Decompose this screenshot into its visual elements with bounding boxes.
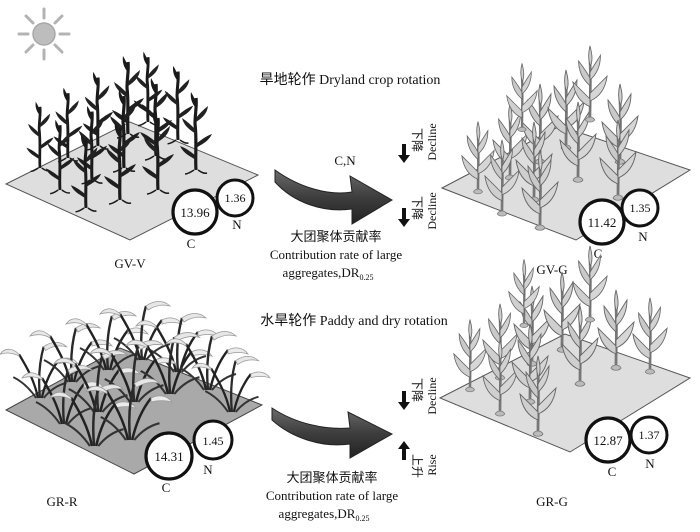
- carbon-tag-gv-v: C: [187, 236, 196, 251]
- change-en-2-bottom: Rise: [425, 454, 439, 475]
- plot-label-gv-v: GV-V: [114, 256, 146, 271]
- carbon-tag-gv-g: C: [594, 246, 603, 261]
- plot-label-gv-g: GV-G: [536, 262, 567, 277]
- down-arrow-icon: [398, 208, 410, 227]
- nitrogen-tag-gv-g: N: [638, 229, 648, 244]
- nitrogen-tag-gr-g: N: [645, 456, 655, 471]
- carbon-tag-gr-r: C: [162, 480, 171, 495]
- plot-gr-g: 12.87 1.37 C N GR-G: [438, 244, 692, 509]
- plot-gr-r: 14.31 1.45 C N GR-R: [0, 300, 272, 509]
- carbon-value-gr-r: 14.31: [154, 449, 183, 464]
- plot-label-gr-g: GR-G: [536, 494, 568, 509]
- carbon-circle-gr-g: [584, 416, 632, 464]
- carbon-circle-gr-r: [144, 431, 194, 481]
- change-cn-2-bottom: 上升: [410, 454, 424, 478]
- nitrogen-value-gv-v: 1.36: [225, 191, 246, 205]
- up-arrow-icon: [398, 441, 410, 460]
- top-section-title: 旱地轮作 Dryland crop rotation: [260, 72, 441, 88]
- sun-icon: [17, 7, 71, 61]
- dr-label-en1-bottom: Contribution rate of large: [266, 488, 398, 503]
- carbon-value-gr-g: 12.87: [593, 433, 623, 448]
- carbon-circle-gv-v: [171, 188, 219, 236]
- nitrogen-circle-gr-g: [629, 415, 669, 455]
- big-curved-arrow-icon: [271, 407, 394, 459]
- plot-label-gr-r: GR-R: [46, 494, 77, 509]
- nitrogen-tag-gr-r: N: [203, 462, 213, 477]
- flow-arrow-label: C,N: [334, 153, 356, 168]
- change-en-1-bottom: Decline: [425, 377, 439, 414]
- plot-gv-g: 11.42 1.35 C N GV-G: [440, 44, 692, 277]
- carbon-value-gv-g: 11.42: [588, 215, 617, 230]
- nitrogen-circle-gv-g: [620, 188, 660, 228]
- down-arrow-icon: [398, 144, 410, 163]
- nitrogen-value-gr-g: 1.37: [639, 428, 660, 442]
- big-curved-arrow-icon: [274, 169, 393, 225]
- nitrogen-value-gv-g: 1.35: [630, 201, 651, 215]
- bottom-section-title: 水旱轮作 Paddy and dry rotation: [260, 313, 447, 329]
- down-arrow-icon: [398, 391, 410, 410]
- nitrogen-circle-gv-v: [215, 178, 255, 218]
- carbon-value-gv-v: 13.96: [180, 205, 210, 220]
- change-en-1-top: Decline: [425, 123, 439, 160]
- plot-gv-v: 13.96 1.36 C N GV-V: [4, 50, 260, 271]
- change-cn-1-bottom: 下降: [410, 378, 424, 402]
- carbon-tag-gr-g: C: [608, 464, 617, 479]
- nitrogen-tag-gv-v: N: [232, 217, 242, 232]
- nitrogen-circle-gr-r: [192, 419, 234, 461]
- change-en-2-top: Decline: [425, 192, 439, 229]
- dr-label-en1-top: Contribution rate of large: [270, 247, 402, 262]
- carbon-circle-gv-g: [578, 198, 626, 246]
- dr-label-cn-top: 大团聚体贡献率: [290, 229, 381, 244]
- dr-label-en2-top: aggregates,DR0.25: [283, 265, 374, 282]
- dr-label-cn-bottom: 大团聚体贡献率: [286, 470, 377, 485]
- nitrogen-value-gr-r: 1.45: [203, 434, 224, 448]
- dr-label-en2-bottom: aggregates,DR0.25: [279, 506, 370, 523]
- change-cn-1-top: 下降: [410, 128, 424, 152]
- change-cn-2-top: 下降: [410, 196, 424, 220]
